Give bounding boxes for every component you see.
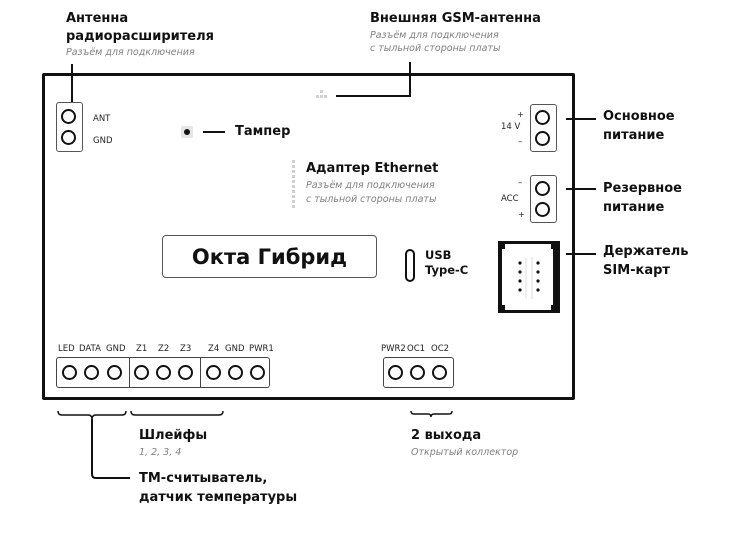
tamper-leader-line [203,131,225,133]
ethernet-title: Адаптер Ethernet [306,161,439,176]
terminal-hole [432,365,447,380]
main-power-plus: + [517,110,524,119]
terminal-label-oc2: OC2 [431,344,450,354]
outputs-subtitle: Открытый коллектор [411,447,519,458]
terminal-label-gnd2: GND [225,344,245,354]
terminal-hole [84,365,99,380]
backup-power-label: ACC [501,194,519,204]
terminal-hole [388,365,403,380]
device-name-plate: Окта Гибрид [162,235,377,278]
backup-power-title-line1: Резервное [603,181,682,196]
usb-label-line1: USB [425,248,452,262]
tm-reader-title-line1: ТМ-считыватель, [139,471,268,486]
tamper-switch [181,126,193,138]
device-board [42,73,575,400]
terminal-hole [535,202,550,217]
loops-subtitle: 1, 2, 3, 4 [139,447,182,458]
gsm-antenna-leader-horizontal [336,95,411,97]
terminal-label-z2: Z2 [158,344,170,354]
usb-type-c-port [405,249,415,282]
ethernet-connector-icon [292,160,296,210]
terminal-label-oc1: OC1 [407,344,426,354]
tm-reader-leader [91,419,130,479]
terminal-hole [535,110,550,125]
terminal-hole [107,365,122,380]
terminal-hole [535,181,550,196]
terminal-divider [200,358,201,387]
device-name: Окта Гибрид [191,244,348,269]
backup-power-plus: + [518,210,525,219]
terminal-hole [228,365,243,380]
terminal-label-z3: Z3 [180,344,192,354]
outputs-title: 2 выхода [411,428,482,443]
sim-holder [498,241,560,313]
usb-label-line2: Type-C [425,263,469,277]
radio-antenna-leader-line [71,64,73,104]
pin-label-gnd: GND [93,136,113,146]
main-power-minus: – [518,137,523,147]
radio-antenna-title-line2: радиорасширителя [66,29,214,44]
tm-reader-bracket [57,410,127,420]
terminal-hole [62,365,77,380]
terminal-label-z1: Z1 [136,344,148,354]
radio-antenna-subtitle: Разъём для подключения [66,47,195,58]
sim-leader-line [566,253,596,255]
terminal-hole [178,365,193,380]
tm-reader-title-line2: датчик температуры [139,490,298,505]
terminal-label-pwr2: PWR2 [381,344,406,354]
backup-power-connector [530,175,557,223]
terminal-label-z4: Z4 [208,344,220,354]
gsm-antenna-title: Внешняя GSM-антенна [370,11,541,26]
tamper-title: Тампер [235,124,291,139]
main-power-voltage: 14 V [501,122,521,132]
outputs-bracket [410,410,453,418]
tamper-dot-icon [184,129,190,135]
sim-title-line1: Держатель [603,244,689,259]
pin-label-ant: ANT [93,114,111,124]
terminal-hole [61,109,76,124]
backup-power-minus: – [518,178,523,188]
sim-title-line2: SIM-карт [603,263,670,278]
gsm-antenna-subtitle-line2: с тыльной стороны платы [370,43,501,54]
terminal-label-pwr1: PWR1 [249,344,274,354]
terminal-hole [206,365,221,380]
terminal-divider [129,358,130,387]
loops-bracket [130,410,224,416]
terminal-hole [535,131,550,146]
gsm-antenna-leader-vertical [409,62,411,96]
main-power-title-line2: питание [603,128,665,143]
radio-antenna-title-line1: Антенна [66,11,129,26]
radio-antenna-connector [56,102,83,152]
terminal-hole [250,365,265,380]
ethernet-subtitle-line1: Разъём для подключения [306,180,435,191]
terminal-label-gnd: GND [106,344,126,354]
terminal-block-right [383,357,454,388]
terminal-hole [156,365,171,380]
main-power-title-line1: Основное [603,109,675,124]
usb-label: USB Type-C [425,248,468,278]
terminal-label-led: LED [58,344,75,354]
terminal-label-data: DATA [79,344,101,354]
main-power-leader-line [566,118,596,120]
loops-title: Шлейфы [139,428,208,443]
gsm-connector-icon [314,86,330,98]
terminal-hole [61,130,76,145]
terminal-hole [134,365,149,380]
gsm-antenna-subtitle-line1: Разъём для подключения [370,30,499,41]
main-power-connector [530,104,557,152]
ethernet-subtitle-line2: с тыльной стороны платы [306,194,437,205]
terminal-hole [410,365,425,380]
backup-power-leader-line [566,188,596,190]
backup-power-title-line2: питание [603,200,665,215]
terminal-block-left [56,357,270,388]
